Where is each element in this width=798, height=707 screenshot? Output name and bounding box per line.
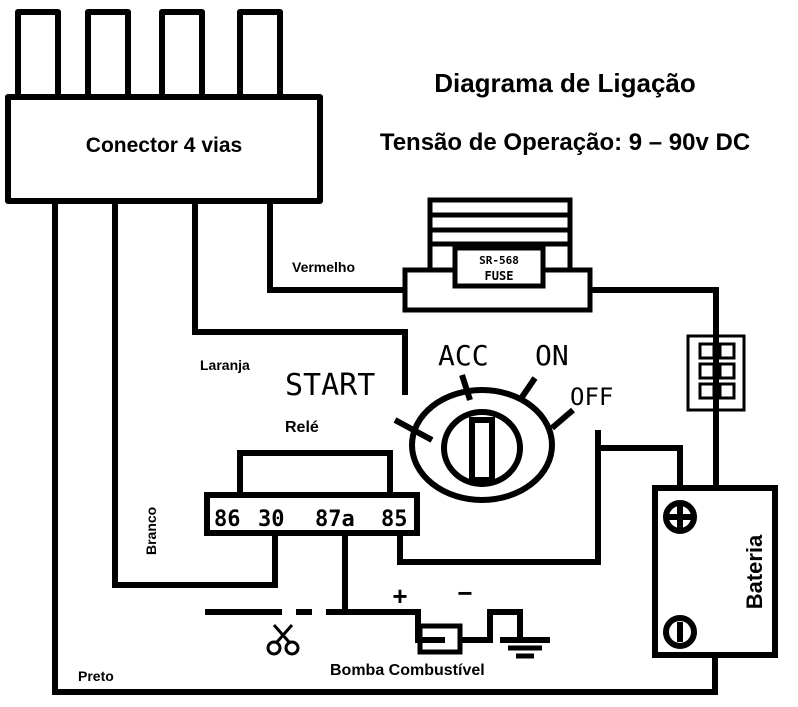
diagram-title: Diagrama de Ligação: [434, 68, 696, 98]
battery-minus-icon: [663, 615, 697, 649]
diagram-subtitle: Tensão de Operação: 9 – 90v DC: [380, 129, 750, 156]
connector-body: [5, 94, 323, 204]
battery: [652, 485, 778, 658]
fuse-label-box: [452, 245, 546, 289]
relay-pin-85: 85: [381, 507, 408, 532]
fuse-text-1: SR-568: [479, 254, 519, 267]
wire-white: [112, 201, 278, 588]
wire-label-black: Preto: [78, 668, 114, 684]
connector-pin-3: [159, 9, 205, 95]
battery-connector: [686, 334, 746, 412]
wire-black: [52, 201, 718, 695]
wire-label-orange: Laranja: [200, 357, 250, 373]
connector-label: Conector 4 vias: [86, 134, 242, 157]
wires: [52, 201, 719, 695]
connector-pin-2: [85, 9, 131, 95]
switch-outer: [409, 387, 555, 503]
ignition-acc-label: ACC: [438, 339, 489, 372]
ignition-switch: [393, 365, 575, 503]
relay-pin-87a: 87a: [315, 507, 355, 532]
battery-plus-icon: [663, 500, 697, 534]
wire-relay-85: [397, 448, 601, 565]
wire-label-red: Vermelho: [292, 259, 355, 275]
connector-pins: [15, 9, 283, 95]
pump-plus-label: +: [392, 581, 407, 611]
relay-pin-box: [204, 492, 420, 536]
ignition-off-label: OFF: [570, 383, 613, 411]
pump: [266, 623, 550, 659]
ignition-start-label: START: [285, 368, 375, 403]
connector-pin-4: [237, 9, 283, 95]
switch-inner: [441, 409, 523, 487]
relay-pin-30: 30: [258, 507, 285, 532]
battery-body: [652, 485, 778, 658]
relay: [204, 450, 420, 536]
connector-pin-1: [15, 9, 61, 95]
fuse: [402, 197, 593, 313]
wire-orange: [192, 201, 408, 365]
scissors-icon: [266, 624, 300, 656]
fuse-text-2: FUSE: [485, 269, 514, 283]
switch-key-slot: [469, 417, 495, 483]
pump-minus-label: −: [457, 578, 472, 608]
pump-label: Bomba Combustível: [330, 662, 485, 679]
relay-coil-box: [237, 450, 393, 498]
relay-pin-86: 86: [214, 507, 241, 532]
wire-label-white: Branco: [143, 507, 159, 555]
battery-label: Bateria: [742, 534, 767, 609]
wire-switch-battery: [595, 430, 683, 488]
wire-red: [267, 201, 405, 293]
wire-fuse-battery: [590, 287, 719, 488]
ignition-on-label: ON: [535, 339, 569, 372]
ground-icon: [500, 637, 550, 659]
relay-label: Relé: [285, 419, 319, 436]
